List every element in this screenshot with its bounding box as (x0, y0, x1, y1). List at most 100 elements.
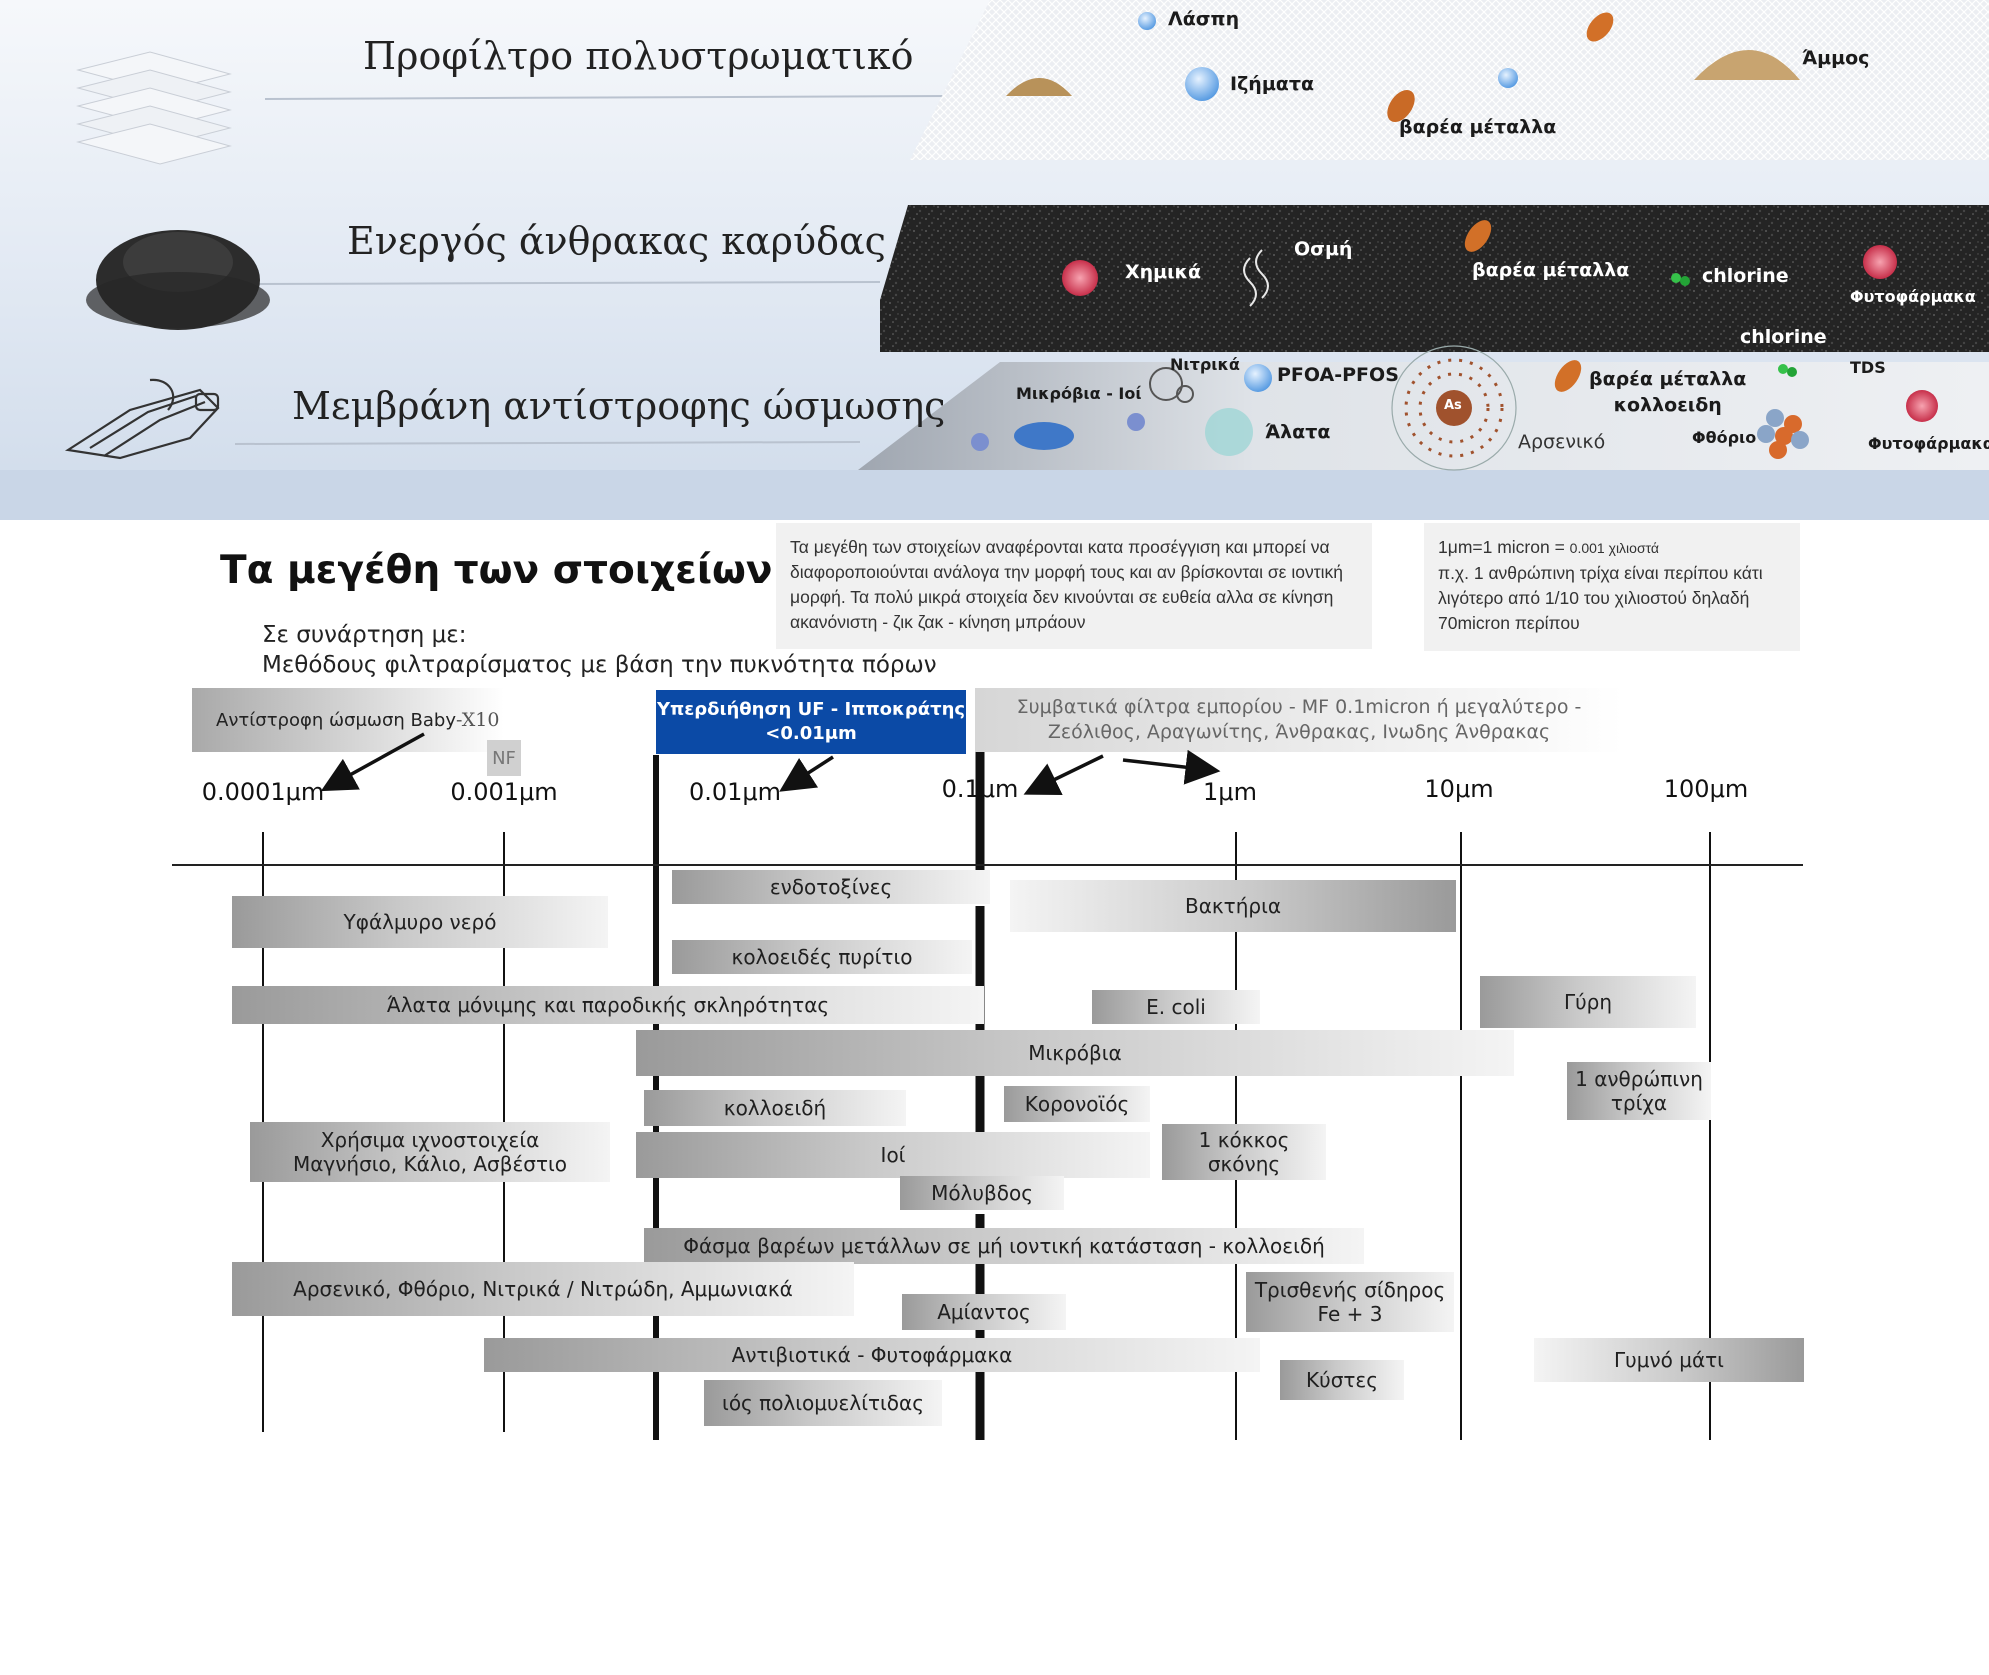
bar-cysts: Κύστες (1280, 1360, 1404, 1400)
separator-line (264, 95, 951, 100)
bar-dust-grain: 1 κόκκος σκόνης (1162, 1124, 1326, 1180)
filter-layers-illustration (0, 0, 1989, 520)
tag-sand: Άμμος (1802, 47, 1870, 69)
tag-chlorine: chlorine (1740, 326, 1827, 348)
bar-naked-eye: Γυμνό μάτι (1534, 1338, 1804, 1382)
uf-method-box: Υπερδιήθηση UF - Ιπποκράτης <0.01μm (656, 690, 966, 754)
bar-antibiotics-pesticides: Αντιβιοτικά - Φυτοφάρμακα (484, 1338, 1260, 1372)
sand-pile-icon (1006, 78, 1072, 96)
bar-heavy-metals-spectrum: Φάσμα βαρέων μετάλλων σε μή ιοντική κατά… (644, 1228, 1364, 1264)
tag-nitrates: Νιτρικά (1170, 355, 1240, 374)
chlorine-icon (1671, 273, 1681, 283)
ro-membrane-sketch-icon (64, 378, 220, 460)
mud-drop-icon (1138, 12, 1156, 30)
heavy-metal-icon (1554, 360, 1582, 392)
bar-pollen: Γύρη (1480, 976, 1696, 1028)
virus-icon (971, 433, 989, 451)
tick-0-01um: 0.01μm (688, 778, 782, 806)
tick-1um: 1μm (1203, 778, 1257, 806)
bar-hardness-salts: Άλατα μόνιμης και παροδικής σκληρότητας (232, 986, 984, 1024)
bar-e-coli: E. coli (1092, 990, 1260, 1024)
drop-icon (1498, 68, 1518, 88)
tag-pesticides: Φυτοφάρμακα (1868, 434, 1989, 453)
heavy-metal-icon (1586, 12, 1614, 42)
tag-mud: Λάσπη (1168, 8, 1240, 30)
micron-note-example: π.χ. 1 ανθρώπινη τρίχα είναι περίπου κάτ… (1438, 563, 1763, 633)
ro-label: Μεμβράνη αντίστροφης ώσμωσης (292, 384, 946, 428)
tag-heavy-metals-colloids: βαρέα μέταλλα κολλοειδη (1589, 368, 1747, 416)
tag-chemicals: Χημικά (1125, 261, 1202, 283)
uf-arrow (779, 755, 834, 792)
tick-0-0001um: 0.0001μm (201, 778, 325, 806)
bar-polio-virus: ιός πολιομυελίτιδας (704, 1380, 942, 1426)
chemicals-icon (1062, 260, 1098, 296)
bar-lead: Μόλυβδος (900, 1176, 1064, 1210)
tag-heavy-metals: βαρέα μέταλλα (1472, 259, 1630, 281)
chlorine-icon (1680, 276, 1690, 286)
heavy-metal-icon (1387, 89, 1415, 123)
ro-method-suffix: -X10 (456, 709, 500, 731)
micron-note: 1μm=1 micron = 0.001 χιλιοστά π.χ. 1 ανθ… (1424, 523, 1800, 651)
tick-0-1um: 0.1μm (941, 775, 1019, 803)
bar-brackish-water: Υφάλμυρο νερό (232, 896, 608, 948)
tag-chlorine: chlorine (1702, 265, 1789, 287)
pesticide-icon (1863, 245, 1897, 279)
bar-coronavirus: Κορονοϊός (1004, 1086, 1150, 1122)
bar-endotoxins: ενδοτοξίνες (672, 870, 990, 904)
nitrate-molecule-icon (1149, 367, 1183, 401)
tick-10um: 10μm (1424, 775, 1494, 803)
tag-arsenic: Αρσενικό (1518, 431, 1606, 453)
bar-asbestos: Αμίαντος (902, 1294, 1066, 1330)
ro-method-box: Αντίστροφη ώσμωση Baby-X10 (192, 688, 504, 752)
tick-100um: 100μm (1663, 775, 1749, 803)
tag-microbes-viruses: Μικρόβια - Ιοί (1016, 384, 1142, 403)
carbon-pile-icon (86, 230, 270, 330)
sizes-subtitle-2: Μεθόδους φιλτραρίσματος με βάση την πυκν… (262, 652, 937, 678)
sand-pile-icon (1694, 50, 1800, 80)
bar-arsenic-fluoride-nitrates: Αρσενικό, Φθόριο, Νιτρικά / Νιτρώδη, Αμμ… (232, 1262, 854, 1316)
bar-microbes: Μικρόβια (636, 1030, 1514, 1076)
tag-sediment: Ιζήματα (1230, 73, 1315, 95)
arsenic-atom-icon (1391, 345, 1517, 471)
tag-pesticides: Φυτοφάρμακα (1850, 287, 1976, 306)
tag-pfoa-pfos: PFOA-PFOS (1277, 364, 1399, 386)
salts-icon (1205, 408, 1253, 456)
prefilter-mesh (910, 0, 1989, 160)
tag-heavy-metals: βαρέα μέταλλα (1399, 116, 1557, 138)
pesticide-icon (1906, 390, 1938, 422)
bar-colloidal-silica: κολοειδές πυρίτιο (672, 940, 972, 974)
separator-line (249, 281, 881, 285)
approximation-note: Τα μεγέθη των στοιχείων αναφέρονται κατα… (776, 523, 1372, 649)
heavy-metal-icon (1464, 220, 1492, 252)
prefilter-label: Προφίλτρο πολυστρωματικό (363, 34, 914, 78)
fluoride-molecule-icon (1757, 409, 1809, 459)
ro-method-label: Αντίστροφη ώσμωση Baby (216, 709, 456, 731)
nf-method-box: NF (487, 740, 521, 776)
chlorine-icon (1787, 367, 1797, 377)
chlorine-icon (1778, 364, 1788, 374)
sediment-drop-icon (1185, 67, 1219, 101)
tag-odor: Οσμή (1294, 238, 1353, 260)
membrane-wedge (858, 362, 1989, 470)
virus-icon (1127, 413, 1145, 431)
pfoa-icon (1244, 364, 1272, 392)
bar-ferric-iron: Τρισθενής σίδηρος Fe + 3 (1246, 1272, 1454, 1332)
bar-bacteria: Βακτήρια (1010, 880, 1456, 932)
tag-salts: Άλατα (1265, 421, 1331, 443)
sizes-subtitle-1: Σε συνάρτηση με: (262, 622, 467, 648)
tag-fluoride: Φθόριο (1692, 428, 1757, 447)
bar-human-hair: 1 ανθρώπινη τρίχα (1567, 1062, 1711, 1120)
prefilter-sheets-icon (76, 51, 232, 165)
ro-arrow (320, 732, 425, 792)
carbon-label: Ενεργός άνθρακας καρύδας (347, 219, 886, 263)
odor-icon (1243, 249, 1269, 307)
mf-arrow-left (1023, 754, 1104, 796)
bar-colloids: κολλοειδή (644, 1090, 906, 1126)
sizes-heading: Τα μεγέθη των στοιχείων (220, 548, 773, 593)
carbon-block (880, 205, 1989, 352)
microbe-icon (1014, 422, 1074, 450)
tick-0-001um: 0.001μm (450, 778, 558, 806)
micron-note-definition: 1μm=1 micron = (1438, 537, 1570, 557)
